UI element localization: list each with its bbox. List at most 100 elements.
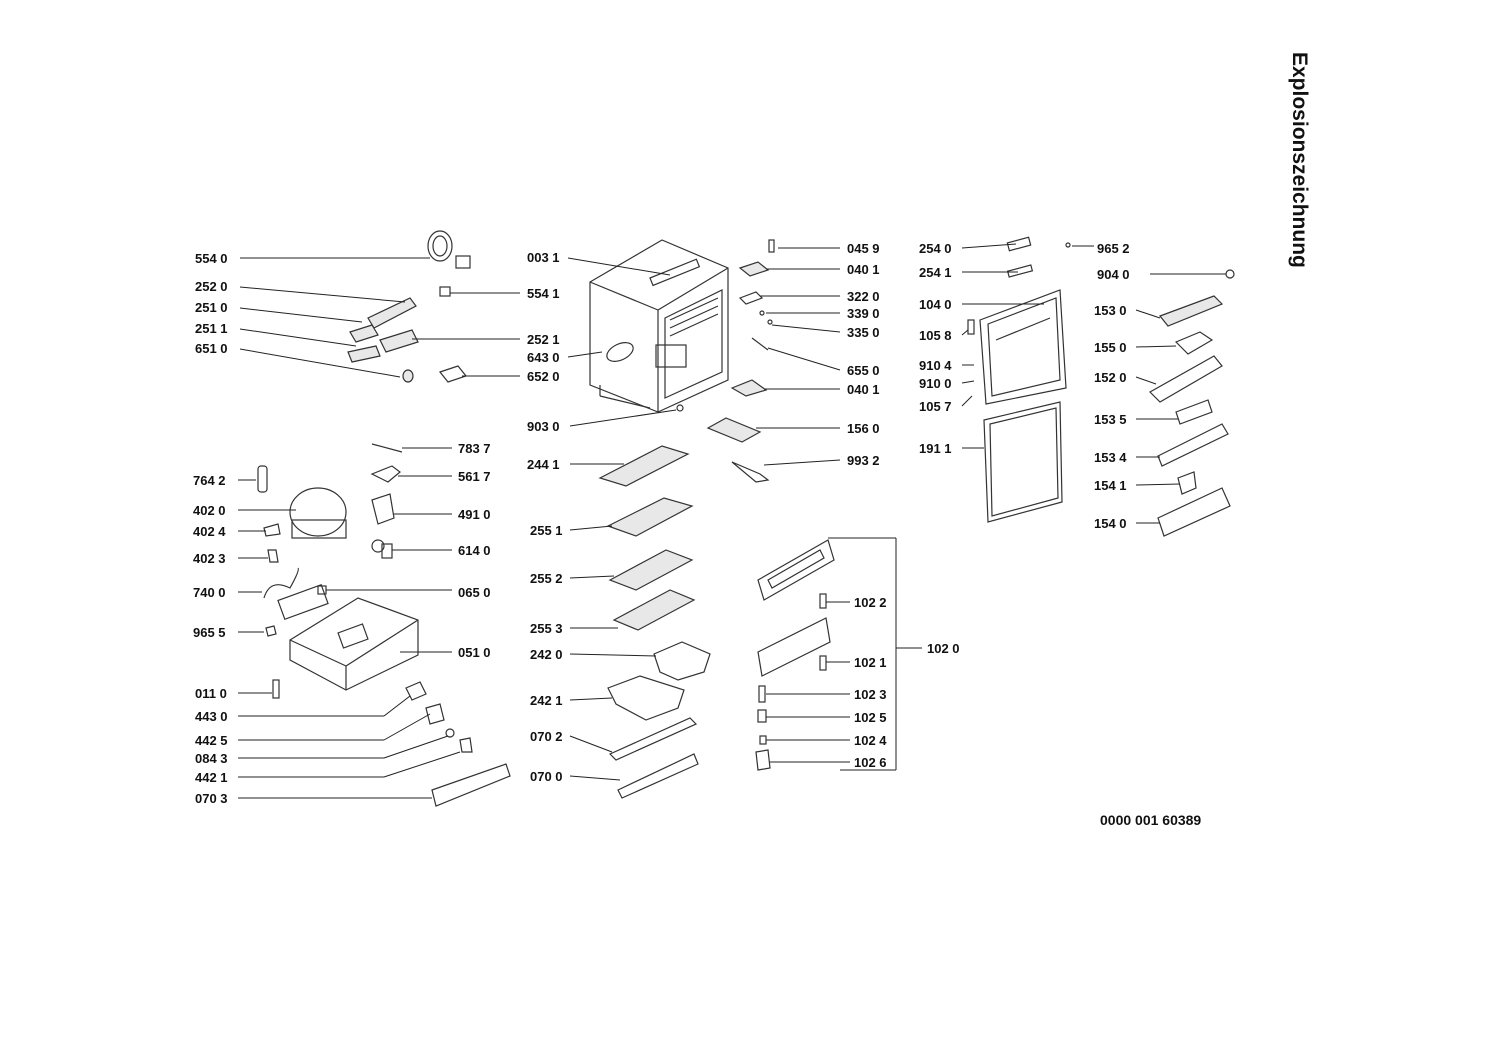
shelf-2-part [606,497,694,537]
compressor-base [291,519,347,539]
part-label-910-0: 910 0 [919,376,952,391]
part-label-251-1: 251 1 [195,321,228,336]
part-label-003-1: 003 1 [527,250,560,265]
pin-part-3 [819,593,827,609]
leader-lines [238,243,1226,799]
pin-part [759,310,765,316]
nut-part [445,728,455,738]
hinge-part-2 [730,379,768,397]
part-label-102-0: 102 0 [927,641,960,656]
part-label-105-8: 105 8 [919,328,952,343]
part-label-652-0: 652 0 [527,369,560,384]
diagram-title: Explosionszeichnung [1288,52,1311,268]
part-label-903-0: 903 0 [527,419,560,434]
part-label-910-4: 910 4 [919,358,952,373]
part-label-255-3: 255 3 [530,621,563,636]
door-part [979,289,1067,405]
foot-part [425,703,445,725]
part-label-070-0: 070 0 [530,769,563,784]
part-label-102-5: 102 5 [854,710,887,725]
clip-part [439,286,451,297]
document-number: 0000 001 60389 [1100,812,1201,828]
part-label-051-0: 051 0 [458,645,491,660]
tube-part [371,443,403,453]
diffuser-part [347,345,381,363]
part-label-554-1: 554 1 [527,286,560,301]
screw-part-2 [272,679,280,699]
rod-part [751,337,769,351]
filter-part [257,465,268,493]
scraper-part [731,461,770,483]
part-label-244-1: 244 1 [527,457,560,472]
crisper-small-part [653,641,711,681]
part-label-242-0: 242 0 [530,647,563,662]
part-label-442-1: 442 1 [195,770,228,785]
pipe-part [263,567,299,599]
shelf-3-part [608,549,694,591]
bottle-bin-part [1157,487,1231,537]
door-hinge-part [967,319,975,335]
clamp-part [267,549,279,563]
part-label-156-0: 156 0 [847,421,880,436]
part-label-651-0: 651 0 [195,341,228,356]
part-label-154-0: 154 0 [1094,516,1127,531]
part-label-153-5: 153 5 [1094,412,1127,427]
pin-part-2 [767,319,773,325]
latch-part [755,749,771,771]
lamp-cover-part [379,329,419,353]
door-gasket-inner [989,407,1059,517]
part-label-102-6: 102 6 [854,755,887,770]
part-label-070-3: 070 3 [195,791,228,806]
shelf-4-part [612,589,696,631]
socket-part [438,365,468,383]
part-label-402-0: 402 0 [193,503,226,518]
part-label-153-4: 153 4 [1094,450,1127,465]
handle-cap-part [1006,236,1032,252]
hinge-pin-part [758,685,766,703]
part-label-402-3: 402 3 [193,551,226,566]
part-label-153-0: 153 0 [1094,303,1127,318]
relay-part [371,539,385,553]
stop-part [757,709,767,723]
part-label-105-7: 105 7 [919,399,952,414]
part-label-764-2: 764 2 [193,473,226,488]
part-label-993-2: 993 2 [847,453,880,468]
plinth-part [431,763,511,807]
shelf-1-part [598,445,690,487]
part-label-152-0: 152 0 [1094,370,1127,385]
relay-cover-part [371,493,395,525]
part-label-643-0: 643 0 [527,350,560,365]
door-ridge [995,317,1051,341]
bottle-stop-part [1177,471,1197,495]
part-label-040-1-lower: 040 1 [847,382,880,397]
freezer-flap-part [757,617,831,677]
relay-body [381,543,393,559]
part-label-965-5: 965 5 [193,625,226,640]
holder-part [367,297,417,329]
part-label-104-0: 104 0 [919,297,952,312]
door-bin-part [1149,355,1223,403]
pin-part-4 [819,655,827,671]
part-label-561-7: 561 7 [458,469,491,484]
part-label-655-0: 655 0 [847,363,880,378]
cover-strip-part-2 [617,753,699,799]
part-label-102-1: 102 1 [854,655,887,670]
part-label-335-0: 335 0 [847,325,880,340]
fan-ring-part [427,230,471,269]
freezer-door-frame [757,539,835,601]
part-label-011-0: 011 0 [195,686,227,701]
part-label-255-2: 255 2 [530,571,563,586]
part-label-102-2: 102 2 [854,595,887,610]
egg-tray-part [1174,331,1214,355]
part-label-740-0: 740 0 [193,585,226,600]
clip-part-2 [263,523,281,537]
cover-strip-part [608,717,698,761]
part-label-070-2: 070 2 [530,729,563,744]
part-label-252-0: 252 0 [195,279,228,294]
bulb-part [402,369,414,383]
crisper-large-part [607,675,685,721]
part-label-443-0: 443 0 [195,709,228,724]
part-label-102-4: 102 4 [854,733,887,748]
hinge-part [738,261,770,277]
